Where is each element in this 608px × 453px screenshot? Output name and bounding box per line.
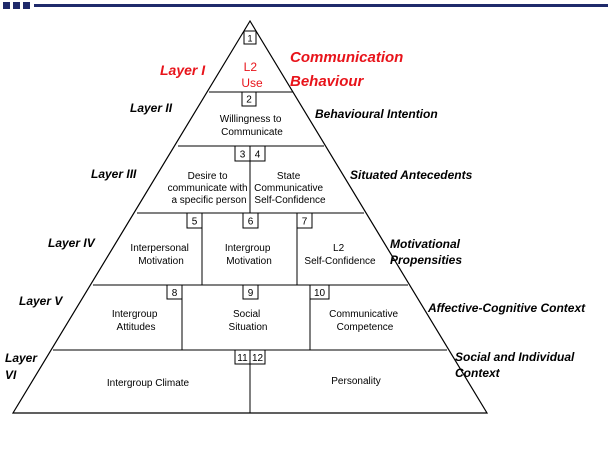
box-10-text: Communicative Competence — [329, 309, 401, 333]
svg-text:3: 3 — [240, 150, 246, 161]
decoration-square — [3, 2, 10, 9]
layer-6-label: Layer VI — [5, 351, 40, 382]
layer-5-description: Affective-Cognitive Context — [427, 301, 586, 315]
svg-text:6: 6 — [248, 217, 254, 228]
number-badge-8: 8 — [166, 284, 183, 300]
box-9-text: Social Situation — [229, 309, 268, 333]
box-3-text: Desire to communicate with a specific pe… — [168, 171, 251, 206]
svg-text:2: 2 — [246, 95, 252, 106]
number-badge-5: 5 — [186, 212, 203, 229]
decoration-square — [13, 2, 20, 9]
number-badge-9: 9 — [242, 284, 259, 300]
svg-text:8: 8 — [172, 288, 178, 299]
layer-6-description: Social and Individual Context — [455, 350, 578, 380]
box-4-text: State Communicative Self-Confidence — [254, 171, 326, 206]
svg-text:9: 9 — [248, 288, 254, 299]
box-8-text: Intergroup Attitudes — [112, 309, 160, 333]
svg-text:7: 7 — [302, 217, 308, 228]
box-12-text: Personality — [331, 376, 380, 387]
box-1-text: L2 Use — [241, 60, 263, 90]
layer-3-description: Situated Antecedents — [350, 168, 473, 182]
box-2-text: Willingness to Communicate — [220, 114, 284, 138]
layer-2-description: Behavioural Intention — [315, 107, 438, 121]
decoration-line — [34, 4, 608, 7]
number-badge-3: 3 — [234, 145, 251, 162]
decoration-square — [23, 2, 30, 9]
layer-1-description: Communication Behaviour — [290, 49, 408, 90]
svg-text:10: 10 — [314, 288, 326, 299]
svg-text:12: 12 — [252, 353, 264, 364]
number-badge-11: 11 — [234, 349, 251, 365]
number-badge-7: 7 — [296, 212, 313, 229]
svg-text:4: 4 — [255, 150, 261, 161]
number-badge-2: 2 — [241, 91, 257, 107]
box-6-text: Intergroup Motivation — [225, 243, 273, 267]
number-badge-6: 6 — [242, 212, 259, 229]
layer-4-description: Motivational Propensities — [390, 237, 463, 267]
number-badge-10: 10 — [309, 284, 330, 300]
box-11-text: Intergroup Climate — [107, 378, 190, 389]
layer-4-label: Layer IV — [48, 236, 96, 250]
layer-5-label: Layer V — [19, 294, 63, 308]
svg-text:1: 1 — [247, 34, 252, 44]
number-badge-4: 4 — [249, 145, 266, 162]
title-decoration-bar — [0, 0, 608, 10]
number-badge-1: 1 — [243, 30, 257, 45]
svg-text:5: 5 — [192, 217, 198, 228]
box-5-text: Interpersonal Motivation — [130, 243, 191, 267]
number-badge-12: 12 — [249, 349, 266, 365]
box-7-text: L2 Self-Confidence — [304, 243, 376, 267]
layer-2-label: Layer II — [130, 101, 173, 115]
svg-text:11: 11 — [237, 353, 248, 364]
layer-3-label: Layer III — [91, 167, 137, 181]
layer-1-label: Layer I — [160, 62, 206, 78]
